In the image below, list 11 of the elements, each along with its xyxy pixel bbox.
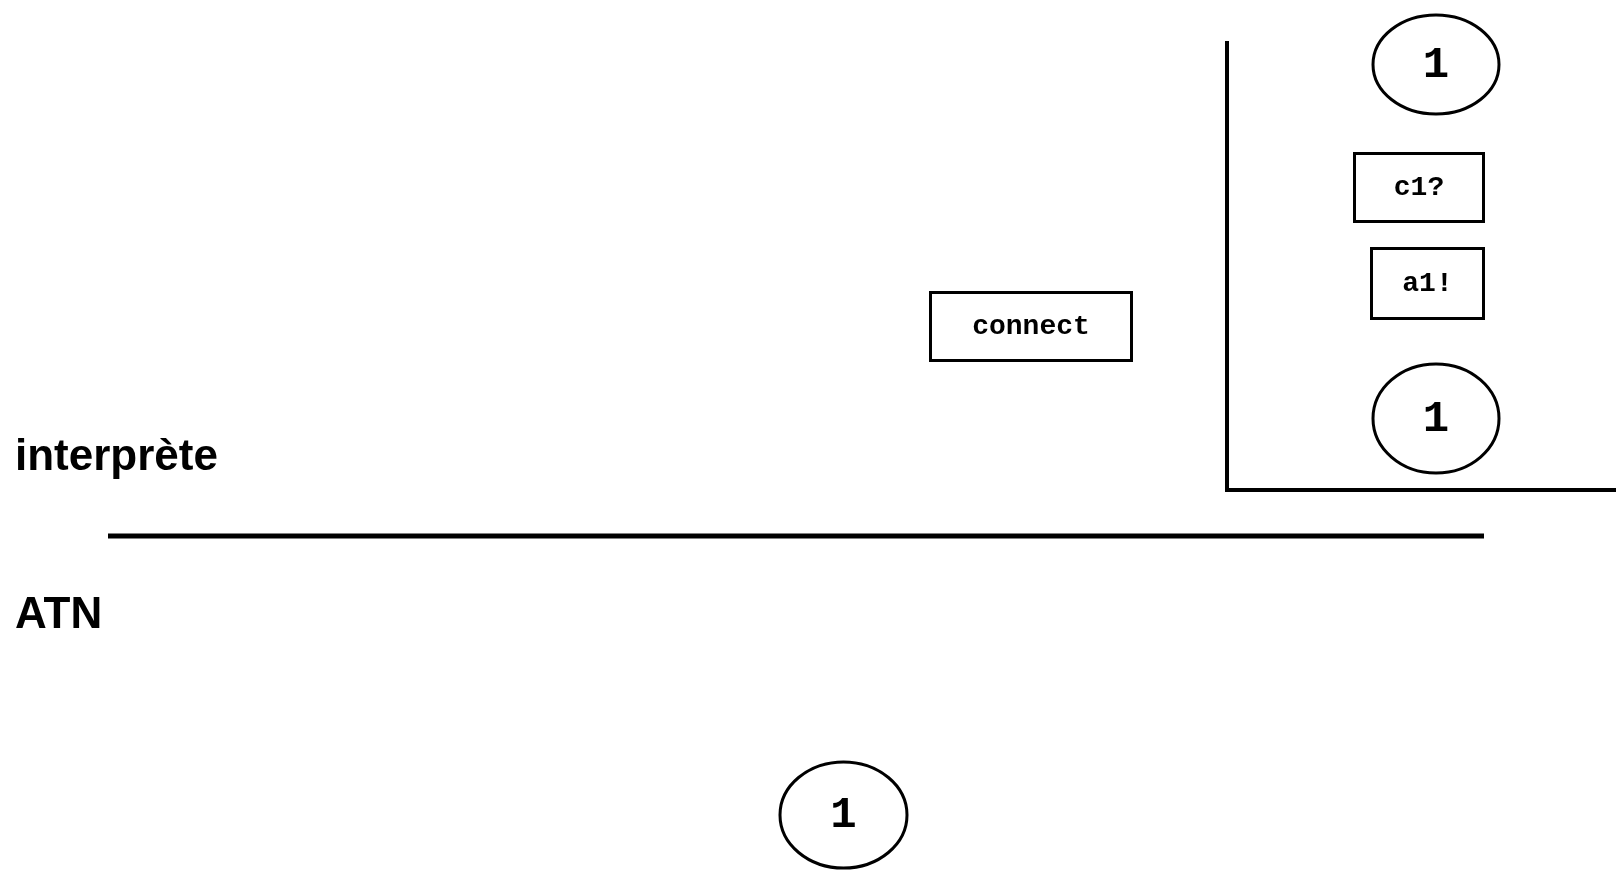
state-circle — [1371, 362, 1501, 475]
section-label: interprète — [15, 430, 218, 480]
state-circle — [778, 760, 909, 870]
state-number: 1 — [1422, 393, 1450, 444]
action-box: connect — [929, 291, 1133, 362]
state-number: 1 — [1422, 39, 1450, 90]
state-circle — [1371, 13, 1501, 116]
state-number: 1 — [830, 790, 857, 840]
action-box: a1! — [1370, 247, 1485, 320]
section-label: ATN — [15, 588, 103, 638]
action-box: c1? — [1353, 152, 1485, 223]
